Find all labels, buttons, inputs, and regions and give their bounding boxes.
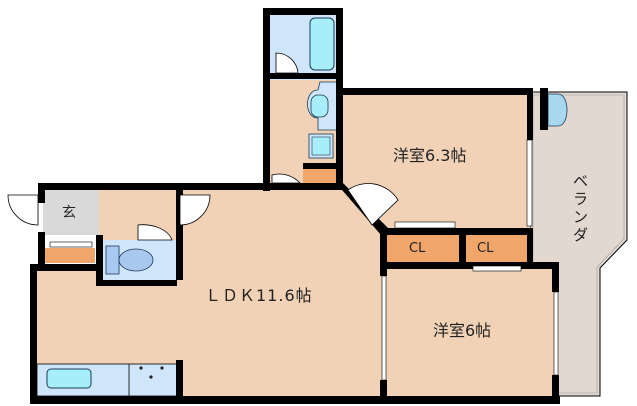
closet-label-1: CL — [409, 241, 426, 256]
room-label-western-2: 洋室6帖 — [433, 321, 492, 340]
windows — [177, 139, 559, 381]
entrance — [43, 190, 99, 235]
room1-door-icon — [347, 183, 399, 226]
room-label-balcony: ベランダ — [573, 172, 589, 244]
bathtub-icon — [309, 17, 335, 71]
room-label-entrance: 玄 — [62, 205, 76, 221]
outdoor-unit-icon — [547, 93, 568, 127]
hall-door-icon — [179, 194, 211, 226]
closet-2 — [465, 233, 527, 264]
room-label-western-1: 洋室6.3帖 — [393, 146, 467, 165]
kitchen-sink-icon — [46, 368, 92, 389]
western-room-2 — [385, 268, 558, 396]
room-label-ldk: ＬＤＫ11.6帖 — [205, 286, 313, 305]
toilet-door-icon — [137, 224, 173, 241]
closet-1 — [386, 233, 460, 264]
bath-door-icon — [275, 52, 299, 74]
closet-label-2: CL — [477, 241, 494, 256]
entrance-door-icon — [7, 194, 39, 226]
doors — [7, 52, 399, 241]
toilet-icon — [118, 248, 154, 272]
stove-icon — [139, 366, 164, 379]
washroom-door-icon — [271, 173, 301, 184]
walls — [30, 8, 560, 404]
